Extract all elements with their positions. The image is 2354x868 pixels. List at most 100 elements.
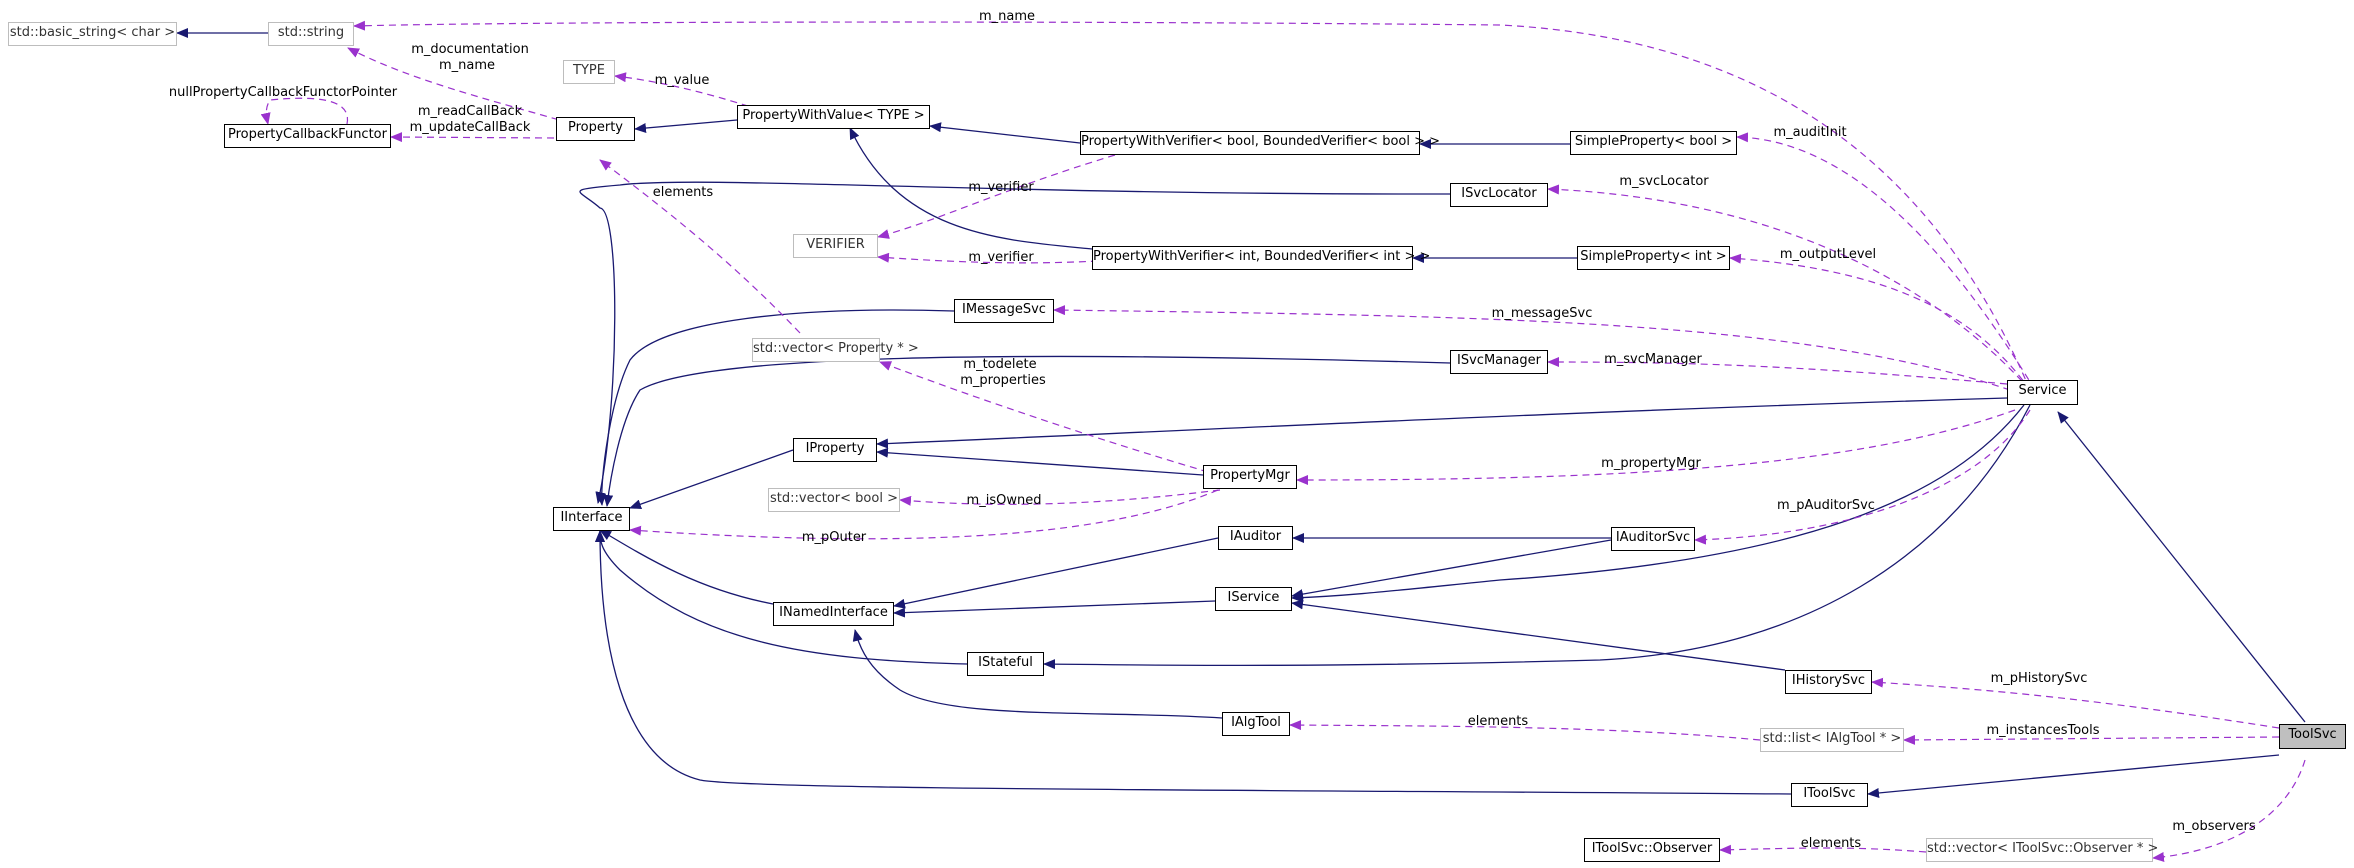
node-property-with-value-type[interactable]: PropertyWithValue< TYPE > bbox=[737, 105, 930, 129]
label-m-readCallBack: m_readCallBack bbox=[418, 104, 523, 119]
node-simple-property-int[interactable]: SimpleProperty< int > bbox=[1577, 246, 1730, 270]
edge-isvcmanager-to-iinterface bbox=[603, 355, 1451, 507]
edge-imessagesvc-to-iinterface bbox=[596, 309, 955, 506]
node-itoolsvc[interactable]: IToolSvc bbox=[1791, 783, 1868, 807]
edge-service-m-auditInit bbox=[1736, 132, 2036, 391]
node-list-ialgtool[interactable]: std::list< IAlgTool * > bbox=[1760, 728, 1904, 752]
label-m-pOuter: m_pOuter bbox=[802, 530, 867, 545]
edge-istateful-to-iinterface bbox=[595, 530, 968, 665]
node-isvclocator[interactable]: ISvcLocator bbox=[1450, 183, 1548, 207]
node-basic-string[interactable]: std::basic_string< char > bbox=[8, 22, 177, 46]
edge-toolsvc-to-service bbox=[2057, 411, 2306, 723]
node-ihistorysvc[interactable]: IHistorySvc bbox=[1785, 670, 1872, 694]
label-m-isOwned: m_isOwned bbox=[967, 493, 1042, 508]
node-simple-property-bool[interactable]: SimpleProperty< bool > bbox=[1570, 131, 1737, 155]
label-m-properties: m_properties bbox=[960, 373, 1046, 388]
edge-vecobserver-elements bbox=[1719, 844, 1927, 855]
node-itoolsvc-observer[interactable]: IToolSvc::Observer bbox=[1584, 838, 1720, 862]
label-m-pAuditorSvc: m_pAuditorSvc bbox=[1777, 498, 1875, 513]
edge-iauditorsvc-to-iservice bbox=[1291, 539, 1612, 600]
edge-pwv-m-value bbox=[614, 72, 761, 111]
edge-propertymgr-m-properties bbox=[879, 361, 1209, 473]
node-imessagesvc[interactable]: IMessageSvc bbox=[954, 299, 1054, 323]
edge-itoolsvc-to-iinterface bbox=[595, 530, 1792, 795]
label-m-observers: m_observers bbox=[2172, 819, 2256, 834]
node-property-callback-functor[interactable]: PropertyCallbackFunctor bbox=[224, 124, 391, 148]
edge-pwverbool-to-pwv bbox=[929, 122, 1081, 144]
edge-service-m-outputLevel bbox=[1729, 253, 2031, 391]
node-isvcmanager[interactable]: ISvcManager bbox=[1450, 350, 1548, 374]
node-ialgtool[interactable]: IAlgTool bbox=[1222, 712, 1290, 736]
edge-property-callbacks bbox=[390, 132, 555, 143]
node-pwverifier-bool[interactable]: PropertyWithVerifier< bool, BoundedVerif… bbox=[1080, 131, 1440, 155]
label-m-verifier-2: m_verifier bbox=[968, 250, 1034, 265]
edge-ihistorysvc-to-iservice bbox=[1291, 599, 1786, 671]
label-m-name-2: m_name bbox=[439, 58, 495, 73]
node-iauditorsvc[interactable]: IAuditorSvc bbox=[1611, 527, 1695, 551]
label-m-documentation: m_documentation bbox=[411, 42, 529, 57]
edge-service-m-name bbox=[353, 20, 2031, 391]
edge-inamedinterface-to-iinterface bbox=[599, 529, 774, 605]
label-m-svcLocator: m_svcLocator bbox=[1619, 174, 1709, 189]
edge-service-m-propertyMgr bbox=[1296, 409, 2016, 485]
label-m-value: m_value bbox=[655, 73, 710, 88]
edge-service-to-iservice bbox=[1291, 404, 2025, 603]
label-m-svcManager: m_svcManager bbox=[1604, 352, 1702, 367]
edge-pwverint-to-pwv bbox=[849, 127, 1093, 250]
label-m-todelete: m_todelete bbox=[963, 357, 1036, 372]
node-type[interactable]: TYPE bbox=[563, 60, 615, 84]
node-istateful[interactable]: IStateful bbox=[967, 652, 1044, 676]
edge-iproperty-to-iinterface bbox=[629, 449, 794, 510]
node-verifier[interactable]: VERIFIER bbox=[793, 234, 878, 258]
node-vector-bool[interactable]: std::vector< bool > bbox=[768, 488, 900, 512]
node-iinterface[interactable]: IInterface bbox=[553, 507, 630, 531]
label-m-updateCallBack: m_updateCallBack bbox=[410, 120, 531, 135]
node-inamedinterface[interactable]: INamedInterface bbox=[773, 602, 894, 626]
edge-toolsvc-m-observers bbox=[2152, 759, 2306, 862]
edge-pwverint-m-verifier bbox=[877, 252, 1099, 264]
node-propertymgr[interactable]: PropertyMgr bbox=[1203, 465, 1297, 489]
node-iproperty[interactable]: IProperty bbox=[793, 438, 877, 462]
edge-pwv-to-property bbox=[634, 119, 738, 134]
edge-ialgtool-to-inamedinterface bbox=[852, 629, 1223, 719]
label-m-name: m_name bbox=[979, 9, 1035, 24]
edge-service-m-svcManager bbox=[1547, 357, 2008, 385]
node-toolsvc[interactable]: ToolSvc bbox=[2279, 724, 2346, 749]
label-elements-tool: elements bbox=[1468, 714, 1529, 729]
edge-toolsvc-to-itoolsvc bbox=[1867, 754, 2280, 798]
edge-toolsvc-m-instancesTools bbox=[1903, 734, 2280, 745]
node-property[interactable]: Property bbox=[556, 117, 635, 141]
edge-service-m-messageSvc bbox=[1053, 305, 2011, 391]
node-iauditor[interactable]: IAuditor bbox=[1218, 526, 1293, 550]
label-m-instancesTools: m_instancesTools bbox=[1986, 723, 2099, 738]
edge-service-m-svcLocator bbox=[1547, 184, 2031, 391]
label-elements-obs: elements bbox=[1801, 836, 1862, 851]
edge-propertymgr-to-iproperty bbox=[876, 447, 1204, 476]
edge-isvclocator-to-iinterface bbox=[579, 181, 1451, 504]
label-elements-prop: elements bbox=[653, 185, 714, 200]
edge-property-m-documentation bbox=[347, 47, 571, 124]
edge-iservice-to-inamedinterface bbox=[893, 600, 1216, 618]
edge-propertymgr-m-isOwned bbox=[899, 489, 1221, 506]
edge-propertymgr-m-pOuter bbox=[629, 489, 1219, 540]
edge-npcfp-self bbox=[260, 97, 349, 125]
node-std-string[interactable]: std::string bbox=[268, 22, 354, 46]
edge-iauditor-to-inamedinterface bbox=[893, 537, 1219, 609]
node-service[interactable]: Service bbox=[2007, 380, 2078, 405]
edge-service-to-istateful bbox=[1043, 404, 2031, 670]
edge-toolsvc-m-pHistorySvc bbox=[1871, 677, 2280, 729]
label-m-auditInit: m_auditInit bbox=[1773, 125, 1846, 140]
edge-service-to-iproperty bbox=[876, 397, 2008, 449]
node-pwverifier-int[interactable]: PropertyWithVerifier< int, BoundedVerifi… bbox=[1092, 246, 1430, 270]
edge-service-m-pAuditorSvc bbox=[1694, 409, 2031, 545]
label-m-outputLevel: m_outputLevel bbox=[1780, 247, 1876, 262]
label-m-verifier-1: m_verifier bbox=[968, 180, 1034, 195]
node-iservice[interactable]: IService bbox=[1215, 587, 1292, 611]
node-vector-observer[interactable]: std::vector< IToolSvc::Observer * > bbox=[1926, 838, 2158, 862]
edge-list-elements bbox=[1289, 720, 1761, 741]
label-m-pHistorySvc: m_pHistorySvc bbox=[1991, 671, 2088, 686]
label-m-propertyMgr: m_propertyMgr bbox=[1601, 456, 1701, 471]
node-vector-property[interactable]: std::vector< Property * > bbox=[752, 338, 919, 362]
